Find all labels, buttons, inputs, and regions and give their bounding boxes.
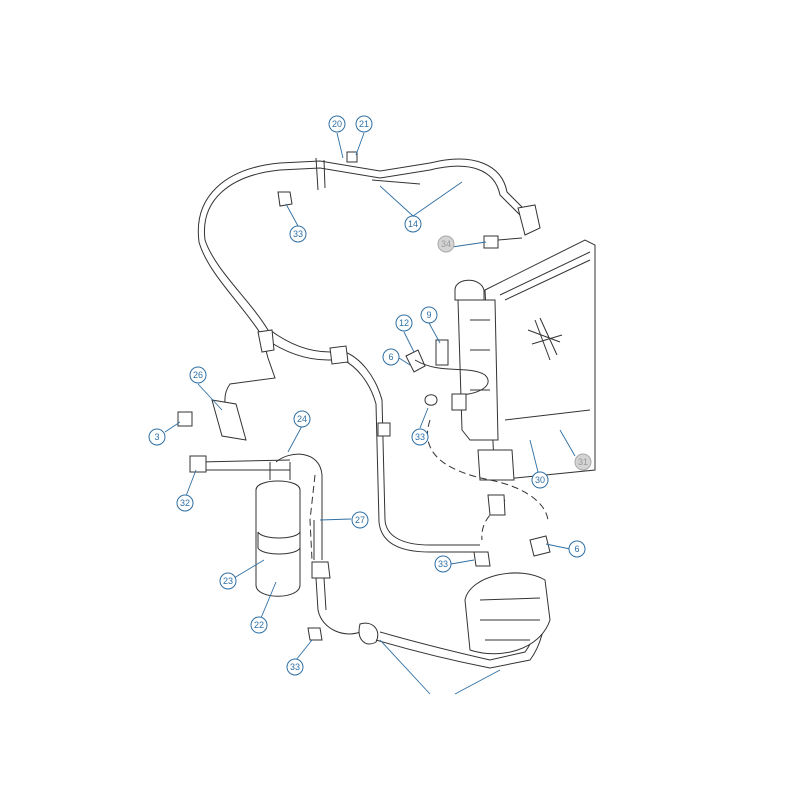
- callout-label-32: 32: [180, 498, 190, 508]
- callout-label-23: 23: [223, 576, 233, 586]
- callout-14: 14: [404, 215, 422, 233]
- callout-24: 24: [293, 410, 311, 428]
- callout-9: 9: [420, 306, 438, 324]
- callouts: 20 21 14 33 34 12 9 6: [148, 115, 592, 676]
- callout-33-mid: 33: [411, 428, 429, 446]
- callout-34: 34: [437, 235, 455, 253]
- callout-label-26: 26: [193, 370, 203, 380]
- callout-31: 31: [574, 453, 592, 471]
- callout-26: 26: [189, 366, 207, 384]
- callout-label-9: 9: [426, 310, 431, 320]
- callout-label-3: 3: [154, 432, 159, 442]
- callout-label-20: 20: [332, 119, 342, 129]
- callout-label-33-bottom: 33: [290, 662, 300, 672]
- callout-33-bottom: 33: [286, 658, 304, 676]
- callout-label-6-upper: 6: [388, 352, 393, 362]
- callout-label-31: 31: [578, 457, 588, 467]
- callout-label-6-lower: 6: [574, 544, 579, 554]
- callout-label-21: 21: [359, 119, 369, 129]
- callout-label-33-compressor: 33: [438, 559, 448, 569]
- callout-label-12: 12: [399, 318, 409, 328]
- callout-label-24: 24: [297, 414, 307, 424]
- leader-lines: [164, 132, 576, 695]
- callout-label-27: 27: [355, 515, 365, 525]
- callout-6-lower: 6: [568, 540, 586, 558]
- callout-21: 21: [355, 115, 373, 133]
- callout-23: 23: [219, 572, 237, 590]
- callout-label-22: 22: [254, 620, 264, 630]
- callout-label-33-mid: 33: [415, 432, 425, 442]
- callout-33-compressor: 33: [434, 555, 452, 573]
- callout-27: 27: [351, 511, 369, 529]
- callout-label-14: 14: [408, 219, 418, 229]
- callout-20: 20: [328, 115, 346, 133]
- callout-30: 30: [531, 471, 549, 489]
- callout-12: 12: [395, 314, 413, 332]
- diagram-artwork: [177, 151, 596, 669]
- callout-22: 22: [250, 616, 268, 634]
- callout-label-34: 34: [441, 239, 451, 249]
- callout-33-top: 33: [289, 225, 307, 243]
- callout-label-33-top: 33: [293, 229, 303, 239]
- callout-6-upper: 6: [382, 348, 400, 366]
- callout-3: 3: [148, 428, 166, 446]
- callout-32: 32: [176, 494, 194, 512]
- callout-label-30: 30: [535, 475, 545, 485]
